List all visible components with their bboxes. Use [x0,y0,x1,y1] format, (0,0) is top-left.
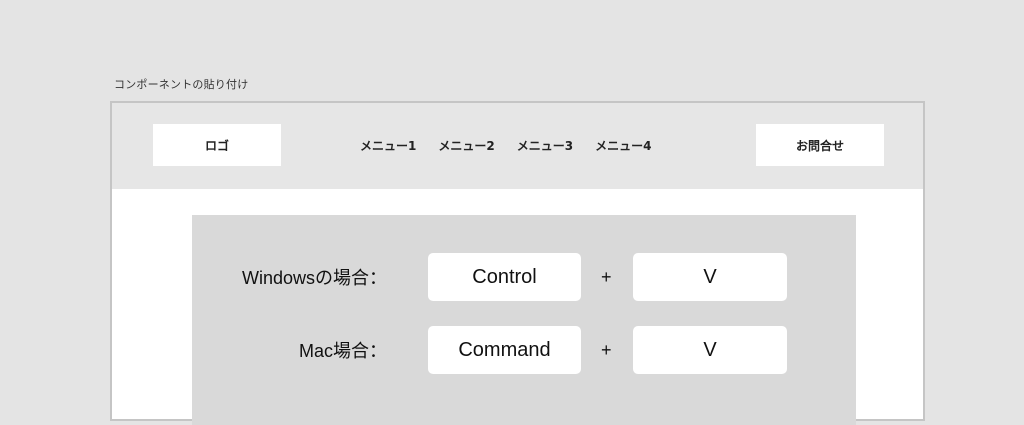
plus-sign: + [601,339,612,360]
component-title: コンポーネントの貼り付け [114,78,249,91]
shortcut-row-mac: Mac場合： Command + V [192,326,856,374]
modifier-key: Control [428,253,581,301]
shortcut-panel: Windowsの場合： Control + V Mac場合： Command +… [192,215,856,425]
modifier-key: Command [428,326,581,374]
contact-button[interactable]: お問合せ [756,124,884,166]
nav-item-menu1[interactable]: メニュー1 [360,139,417,153]
component-frame: ロゴ メニュー1 メニュー2 メニュー3 メニュー4 お問合せ Windowsの… [110,101,925,425]
main-nav: メニュー1 メニュー2 メニュー3 メニュー4 [360,137,651,154]
nav-item-menu4[interactable]: メニュー4 [595,139,652,153]
letter-key: V [633,253,787,301]
plus-sign: + [601,266,612,287]
nav-item-menu3[interactable]: メニュー3 [516,139,574,153]
site-header: ロゴ メニュー1 メニュー2 メニュー3 メニュー4 お問合せ [112,103,923,189]
nav-item-menu2[interactable]: メニュー2 [438,139,495,153]
letter-key: V [633,326,787,374]
shortcut-label: Mac場合： [298,341,387,361]
shortcut-row-windows: Windowsの場合： Control + V [192,253,856,301]
shortcut-label: Windowsの場合： [241,268,387,288]
logo[interactable]: ロゴ [153,124,281,166]
